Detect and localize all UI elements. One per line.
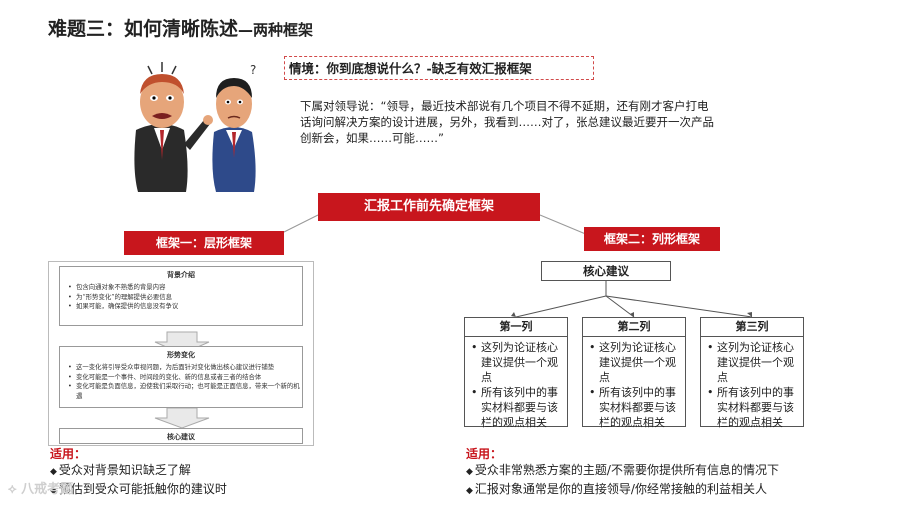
core-suggestion-box-left: 核心建议 [59,428,303,444]
situation-change-item: 这一变化将引导受众审视问题，为后面针对变化做出核心建议进行铺垫 [68,363,302,373]
layered-framework-banner: 框架一：层形框架 [124,231,284,255]
background-item: 包含向通对象不熟悉的背景内容 [68,283,302,293]
layered-applicable: 适用： ◆受众对背景知识缺乏了解 ◆预估到受众可能抵触你的建议时 [50,445,227,500]
situation-change-item: 变化可能是一个事件、时间段的变化、新的信息或者三者的结合体 [68,373,302,383]
diamond-bullet-icon: ◆ [50,467,57,477]
column-applicable: 适用： ◆受众非常熟悉方案的主题/不需要你提供所有信息的情况下 ◆汇报对象通常是… [466,445,779,500]
layered-applicable-label: 适用： [50,447,87,461]
column-two: 第二列 这列为论证核心建议提供一个观点 所有该列中的事实材料都要与该栏的观点相关 [582,317,686,430]
column-two-heading: 第二列 [583,318,685,337]
scenario-heading: 情境：你到底想说什么？-缺乏有效汇报框架 [289,61,532,76]
column-one-heading: 第一列 [465,318,567,337]
watermark: ⟡ 八戒考题 [8,478,73,497]
column-two-item: 所有该列中的事实材料都要与该栏的观点相关 [589,385,685,430]
page-title: 难题三：如何清晰陈述—两种框架 [48,14,313,41]
column-applicable-item: ◆汇报对象通常是你的直接领导/你经常接触的利益相关人 [466,482,767,496]
situation-change-item: 变化可能是负面信息，迫使我们采取行动；也可能是正面信息，带来一个新的机遇 [68,382,302,401]
column-two-item: 这列为论证核心建议提供一个观点 [589,340,685,385]
background-item: 为“形势变化”的理解提供必要信息 [68,293,302,303]
businessmen-illustration: ? [134,62,256,192]
column-three-item: 这列为论证核心建议提供一个观点 [707,340,803,385]
title-sub: —两种框架 [238,21,314,39]
title-main: 难题三：如何清晰陈述 [48,18,239,40]
column-applicable-item: ◆受众非常熟悉方案的主题/不需要你提供所有信息的情况下 [466,463,779,477]
diamond-bullet-icon: ◆ [50,486,57,496]
column-one-item: 所有该列中的事实材料都要与该栏的观点相关 [471,385,567,430]
core-suggestion-box-right: 核心建议 [541,261,671,281]
watermark-logo-icon: ⟡ [8,482,22,497]
background-heading: 背景介绍 [167,270,195,279]
column-three-heading: 第三列 [701,318,803,337]
svg-text:?: ? [250,63,256,77]
layered-applicable-item: ◆预估到受众可能抵触你的建议时 [50,482,227,496]
boss-figure [134,62,213,192]
scenario-heading-box: 情境：你到底想说什么？-缺乏有效汇报框架 [284,56,594,80]
situation-change-heading: 形势变化 [167,350,195,359]
employee-figure: ? [212,63,256,192]
column-three-item: 所有该列中的事实材料都要与该栏的观点相关 [707,385,803,430]
column-framework-banner: 框架二：列形框架 [584,227,720,251]
watermark-text: 八戒考题 [21,482,74,497]
background-item: 如果可能，确保提供的信息没有争议 [68,302,302,312]
column-three: 第三列 这列为论证核心建议提供一个观点 所有该列中的事实材料都要与该栏的观点相关 [700,317,804,430]
situation-change-box: 形势变化 这一变化将引导受众审视问题，为后面针对变化做出核心建议进行铺垫 变化可… [59,346,303,408]
scenario-quote: 下属对领导说：“领导，最近技术部说有几个项目不得不延期，还有刚才客户打电话询问解… [300,99,714,145]
column-one: 第一列 这列为论证核心建议提供一个观点 所有该列中的事实材料都要与该栏的观点相关 [464,317,568,430]
column-applicable-label: 适用： [466,447,503,461]
main-framework-banner: 汇报工作前先确定框架 [318,193,540,221]
diamond-bullet-icon: ◆ [466,486,473,496]
background-box: 背景介绍 包含向通对象不熟悉的背景内容 为“形势变化”的理解提供必要信息 如果可… [59,266,303,326]
diamond-bullet-icon: ◆ [466,467,473,477]
layered-applicable-item: ◆受众对背景知识缺乏了解 [50,463,191,477]
layered-framework-diagram: 背景介绍 包含向通对象不熟悉的背景内容 为“形势变化”的理解提供必要信息 如果可… [48,261,314,446]
column-one-item: 这列为论证核心建议提供一个观点 [471,340,567,385]
